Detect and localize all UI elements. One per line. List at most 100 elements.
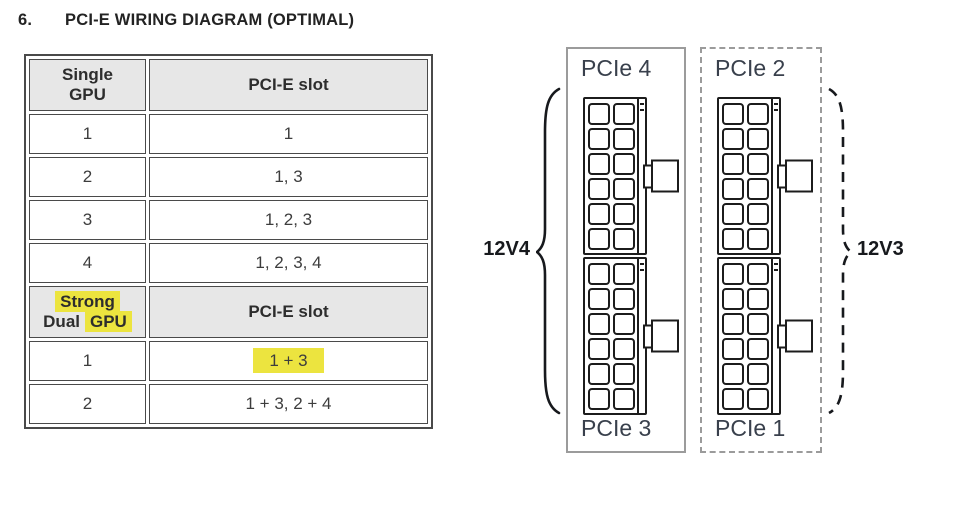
table-row: 1 1 + 3 — [29, 341, 428, 381]
label-pcie-2: PCIe 2 — [715, 55, 786, 81]
pcie-wiring-table: Single GPU PCI-E slot 1 1 2 1, 3 3 1, 2,… — [24, 54, 433, 429]
pin-cavity — [722, 178, 744, 200]
cell-single-gpu-count: 3 — [29, 200, 146, 240]
latch-tab — [777, 159, 813, 193]
cell-single-slots: 1 — [149, 114, 428, 154]
header-pcie-slot: PCI-E slot — [149, 59, 428, 111]
pin-cavity — [588, 103, 610, 125]
pin-cavity — [747, 288, 769, 310]
pin-cavity — [613, 338, 635, 360]
header-single-gpu: Single GPU — [29, 59, 146, 111]
cell-single-gpu-count: 2 — [29, 157, 146, 197]
table-row: 2 1, 3 — [29, 157, 428, 197]
label-pcie-4: PCIe 4 — [581, 55, 652, 81]
pin-cavity — [613, 388, 635, 410]
header-single-line1: Single — [61, 64, 113, 84]
pin-cavity — [747, 263, 769, 285]
pin-cavity — [722, 228, 744, 250]
pin-cavity — [588, 363, 610, 385]
rail-label-12v3: 12V3 — [857, 238, 904, 260]
pin-cavity — [747, 178, 769, 200]
pin-cavity — [613, 178, 635, 200]
header-dual-line1: Strong — [31, 290, 144, 312]
pin-cavity — [588, 153, 610, 175]
pin-grid — [588, 103, 635, 250]
cell-dual-slots: 1 + 3 — [149, 341, 428, 381]
connector-pcie3 — [583, 257, 679, 415]
highlighted-word-gpu: GPU — [85, 311, 132, 332]
connector-pcie2 — [717, 97, 813, 255]
pin-cavity — [588, 338, 610, 360]
connector-side-rail — [637, 99, 644, 253]
connector-pcie4 — [583, 97, 679, 255]
table-row: 2 1 + 3, 2 + 4 — [29, 384, 428, 424]
header-single-line2: GPU — [69, 85, 106, 104]
pin-cavity — [613, 153, 635, 175]
rail-label-12v4: 12V4 — [483, 238, 530, 260]
pin-cavity — [747, 363, 769, 385]
pin-cavity — [613, 103, 635, 125]
pin-cavity — [588, 203, 610, 225]
pin-cavity — [722, 363, 744, 385]
pin-cavity — [747, 338, 769, 360]
pin-cavity — [747, 388, 769, 410]
pin-cavity — [722, 263, 744, 285]
pin-cavity — [747, 103, 769, 125]
pcie-group-12v4-box: PCIe 4 PCIe 3 — [566, 47, 686, 453]
table-row: 1 1 — [29, 114, 428, 154]
pin-cavity — [722, 203, 744, 225]
page-title: 6. PCI-E WIRING DIAGRAM (OPTIMAL) — [18, 11, 354, 30]
section-number: 6. — [18, 11, 33, 29]
pin-cavity — [747, 153, 769, 175]
cell-single-gpu-count: 1 — [29, 114, 146, 154]
left-brace — [536, 87, 561, 415]
pin-cavity — [722, 128, 744, 150]
table-row: 4 1, 2, 3, 4 — [29, 243, 428, 283]
pin-cavity — [613, 203, 635, 225]
pin-cavity — [722, 338, 744, 360]
pin-cavity — [722, 313, 744, 335]
pin-cavity — [588, 178, 610, 200]
table-header-single-gpu: Single GPU PCI-E slot — [29, 59, 428, 111]
cell-single-slots: 1, 2, 3 — [149, 200, 428, 240]
pin-cavity — [722, 103, 744, 125]
pcie-group-12v3-box: PCIe 2 PCIe 1 — [700, 47, 822, 453]
pin-cavity — [722, 153, 744, 175]
pin-grid — [722, 263, 769, 410]
connector-side-rail — [637, 259, 644, 413]
pin-cavity — [747, 228, 769, 250]
highlighted-slot-combo: 1 + 3 — [253, 348, 324, 373]
cell-dual-gpu-count: 1 — [29, 341, 146, 381]
pin-cavity — [722, 288, 744, 310]
pin-cavity — [722, 388, 744, 410]
table-row: 3 1, 2, 3 — [29, 200, 428, 240]
highlighted-word-strong: Strong — [55, 290, 120, 312]
pin-cavity — [588, 263, 610, 285]
pin-cavity — [613, 228, 635, 250]
connector-side-rail — [771, 99, 778, 253]
table-header-dual-gpu: Strong Dual GPU PCI-E slot — [29, 286, 428, 338]
header-strong-dual-gpu: Strong Dual GPU — [29, 286, 146, 338]
word-dual: Dual — [43, 312, 80, 331]
pin-cavity — [747, 128, 769, 150]
latch-tab — [777, 319, 813, 353]
connector-pcie1 — [717, 257, 813, 415]
connector-side-rail — [771, 259, 778, 413]
header-pcie-slot: PCI-E slot — [149, 286, 428, 338]
label-pcie-1: PCIe 1 — [715, 415, 786, 441]
pin-cavity — [747, 313, 769, 335]
pin-cavity — [613, 313, 635, 335]
cell-single-slots: 1, 2, 3, 4 — [149, 243, 428, 283]
latch-tab — [643, 159, 679, 193]
pin-grid — [588, 263, 635, 410]
pin-cavity — [613, 263, 635, 285]
label-pcie-3: PCIe 3 — [581, 415, 652, 441]
section-title-text: PCI-E WIRING DIAGRAM (OPTIMAL) — [65, 11, 355, 29]
pin-cavity — [588, 128, 610, 150]
latch-tab — [643, 319, 679, 353]
cell-dual-slots: 1 + 3, 2 + 4 — [149, 384, 428, 424]
header-dual-line2: Dual GPU — [31, 311, 144, 332]
pin-cavity — [613, 288, 635, 310]
pin-cavity — [588, 288, 610, 310]
pin-cavity — [588, 313, 610, 335]
